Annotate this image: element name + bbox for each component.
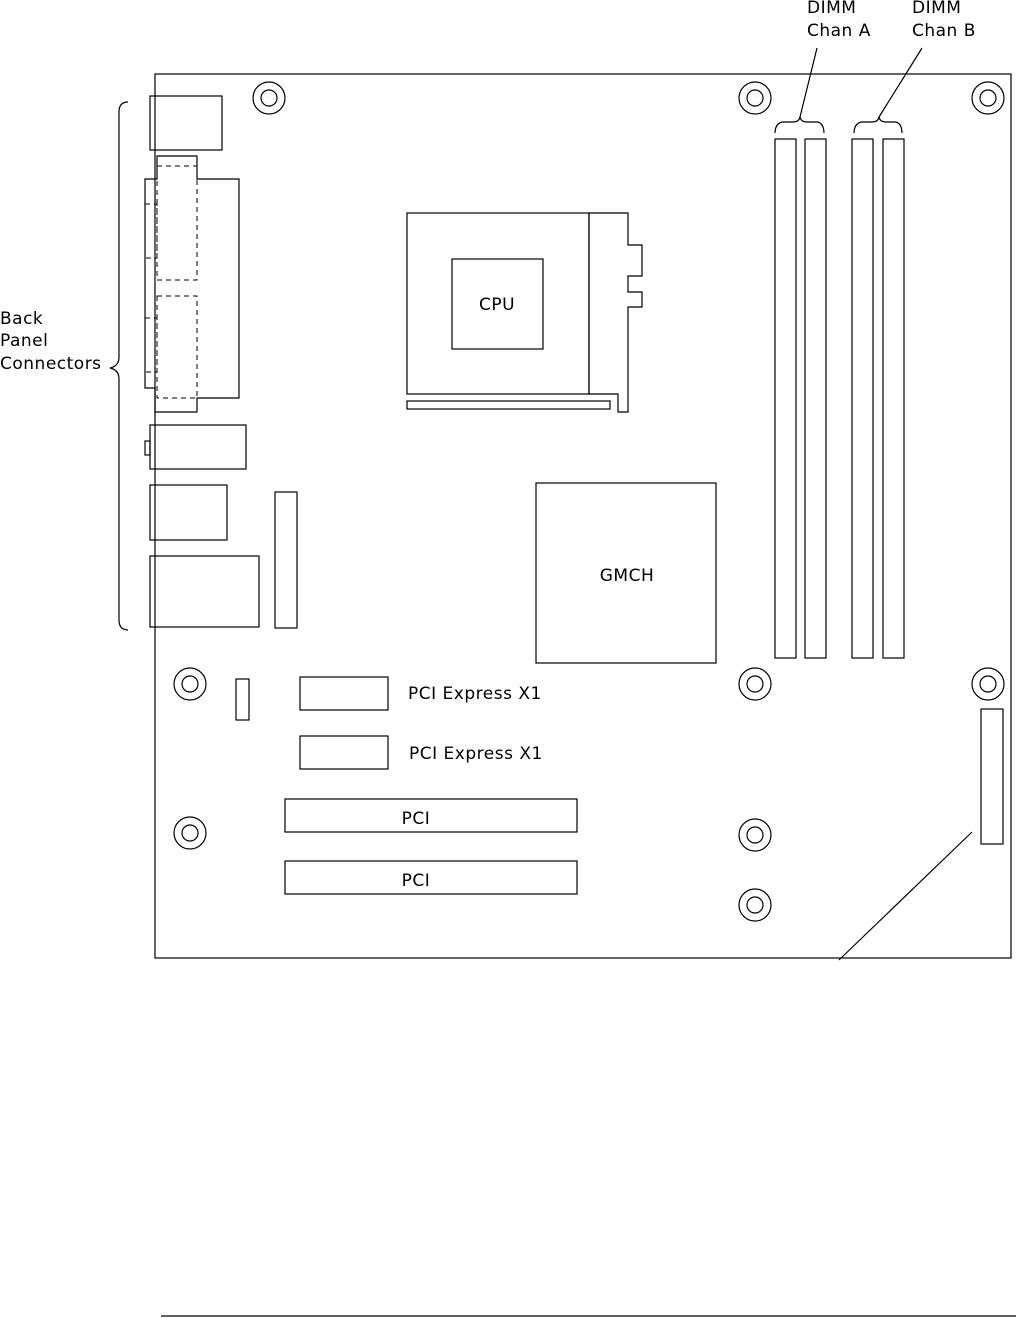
gmch-chip: [535, 482, 717, 664]
connector-flange-lower: [144, 317, 158, 373]
back-panel-label-line3: Connectors: [0, 354, 102, 374]
audio-lan-connector: [149, 555, 260, 628]
connector-flange-upper: [144, 203, 158, 259]
mounting-hole: [252, 81, 286, 115]
connector-inner-upper: [156, 165, 198, 281]
pci-slot-2: [284, 860, 578, 895]
connector-inner-lower: [156, 295, 198, 399]
ps2-connector: [149, 95, 223, 151]
dimm-b-leader-line: [878, 47, 923, 118]
pcie-slot-1: [299, 676, 389, 711]
mounting-hole: [173, 816, 207, 850]
cpu-chip: [451, 258, 544, 350]
mounting-hole: [738, 818, 772, 852]
back-panel-bracket: [109, 101, 129, 631]
mounting-hole: [738, 81, 772, 115]
back-panel-label-line1: Back: [0, 309, 43, 329]
dimm-b-label-line2: Chan B: [912, 21, 976, 41]
dimm-a-label-line2: Chan A: [807, 21, 871, 41]
dimm-slot-b1: [851, 138, 874, 659]
back-panel-connectors: [109, 95, 260, 631]
pci-slot-2-label: PCI: [402, 871, 431, 891]
header-vertical: [274, 491, 298, 629]
mounting-hole: [173, 667, 207, 701]
header-leader-line: [838, 831, 973, 961]
serial-parallel-connector: [144, 155, 240, 413]
video-connector-tab: [144, 440, 151, 456]
dimm-slot-a1: [774, 138, 797, 659]
cpu-socket-lever: [588, 212, 643, 413]
dimm-b-bracket: [853, 116, 903, 134]
cpu-label: CPU: [479, 295, 515, 315]
mounting-hole: [971, 667, 1005, 701]
header-small: [235, 678, 250, 721]
pcie-slot-2-label: PCI Express X1: [409, 744, 543, 764]
dimm-a-bracket: [774, 116, 825, 134]
mounting-hole: [971, 81, 1005, 115]
pci-slot-1: [284, 798, 578, 833]
pcie-slot-1-label: PCI Express X1: [408, 684, 542, 704]
cpu-socket: CPU: [406, 212, 643, 413]
mounting-hole: [738, 888, 772, 922]
mounting-holes: [173, 81, 1005, 922]
dimm-slots: [774, 138, 905, 659]
pci-slot-1-label: PCI: [402, 809, 431, 829]
back-panel-label-line2: Panel: [0, 331, 48, 351]
board-outline: [154, 73, 1012, 959]
mounting-hole: [738, 667, 772, 701]
dimm-a-label-line1: DIMM: [807, 0, 856, 18]
dimm-slot-b2: [882, 138, 905, 659]
header-right: [980, 708, 1004, 845]
usb-connector: [149, 484, 228, 541]
dimm-a-leader-line: [799, 47, 818, 118]
dimm-b-label-line1: DIMM: [912, 0, 961, 18]
cpu-socket-base: [406, 400, 611, 410]
video-connector: [149, 424, 247, 470]
gmch-label: GMCH: [600, 566, 655, 586]
dimm-slot-a2: [804, 138, 827, 659]
pcie-slot-2: [299, 735, 389, 770]
